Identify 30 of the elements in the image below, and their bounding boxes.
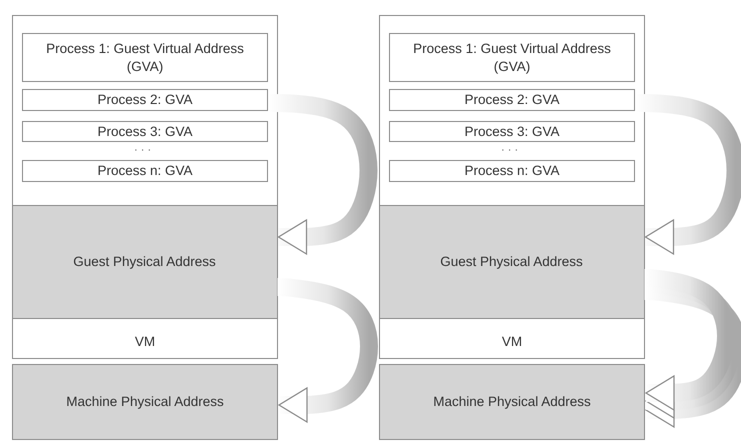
node-label: Process 3: GVA bbox=[96, 122, 194, 140]
process-box bbox=[389, 121, 635, 142]
node-label: VM bbox=[134, 333, 156, 351]
machine-physical-address-box bbox=[12, 364, 278, 440]
process-box bbox=[22, 121, 268, 142]
vm-box bbox=[379, 15, 645, 359]
guest-physical-address-band bbox=[378, 204, 644, 318]
node-label: Machine Physical Address bbox=[432, 393, 592, 411]
process-box bbox=[22, 89, 268, 111]
node-label: Guest Physical Address bbox=[72, 252, 217, 270]
node-label: Process 2: GVA bbox=[96, 91, 194, 109]
process-box bbox=[22, 33, 268, 82]
node-label: Process 1: Guest Virtual Address (GVA) bbox=[45, 40, 245, 76]
ellipsis-label: · · · bbox=[134, 143, 152, 158]
guest-physical-address-band bbox=[12, 204, 278, 318]
node-label: Guest Physical Address bbox=[439, 252, 584, 270]
process-box bbox=[389, 160, 635, 182]
node-label: Process n: GVA bbox=[463, 162, 561, 180]
node-label: Process 3: GVA bbox=[463, 122, 561, 140]
node-label: Process 1: Guest Virtual Address (GVA) bbox=[412, 40, 612, 76]
vm-box bbox=[12, 15, 278, 359]
node-label: Process 2: GVA bbox=[463, 91, 561, 109]
node-label: Machine Physical Address bbox=[65, 393, 225, 411]
process-box bbox=[389, 33, 635, 82]
node-label: Process n: GVA bbox=[96, 162, 194, 180]
process-box bbox=[389, 89, 635, 111]
process-box bbox=[22, 160, 268, 182]
machine-physical-address-box bbox=[379, 364, 645, 440]
node-label: VM bbox=[500, 333, 524, 351]
ellipsis-label: · · · bbox=[501, 143, 518, 158]
